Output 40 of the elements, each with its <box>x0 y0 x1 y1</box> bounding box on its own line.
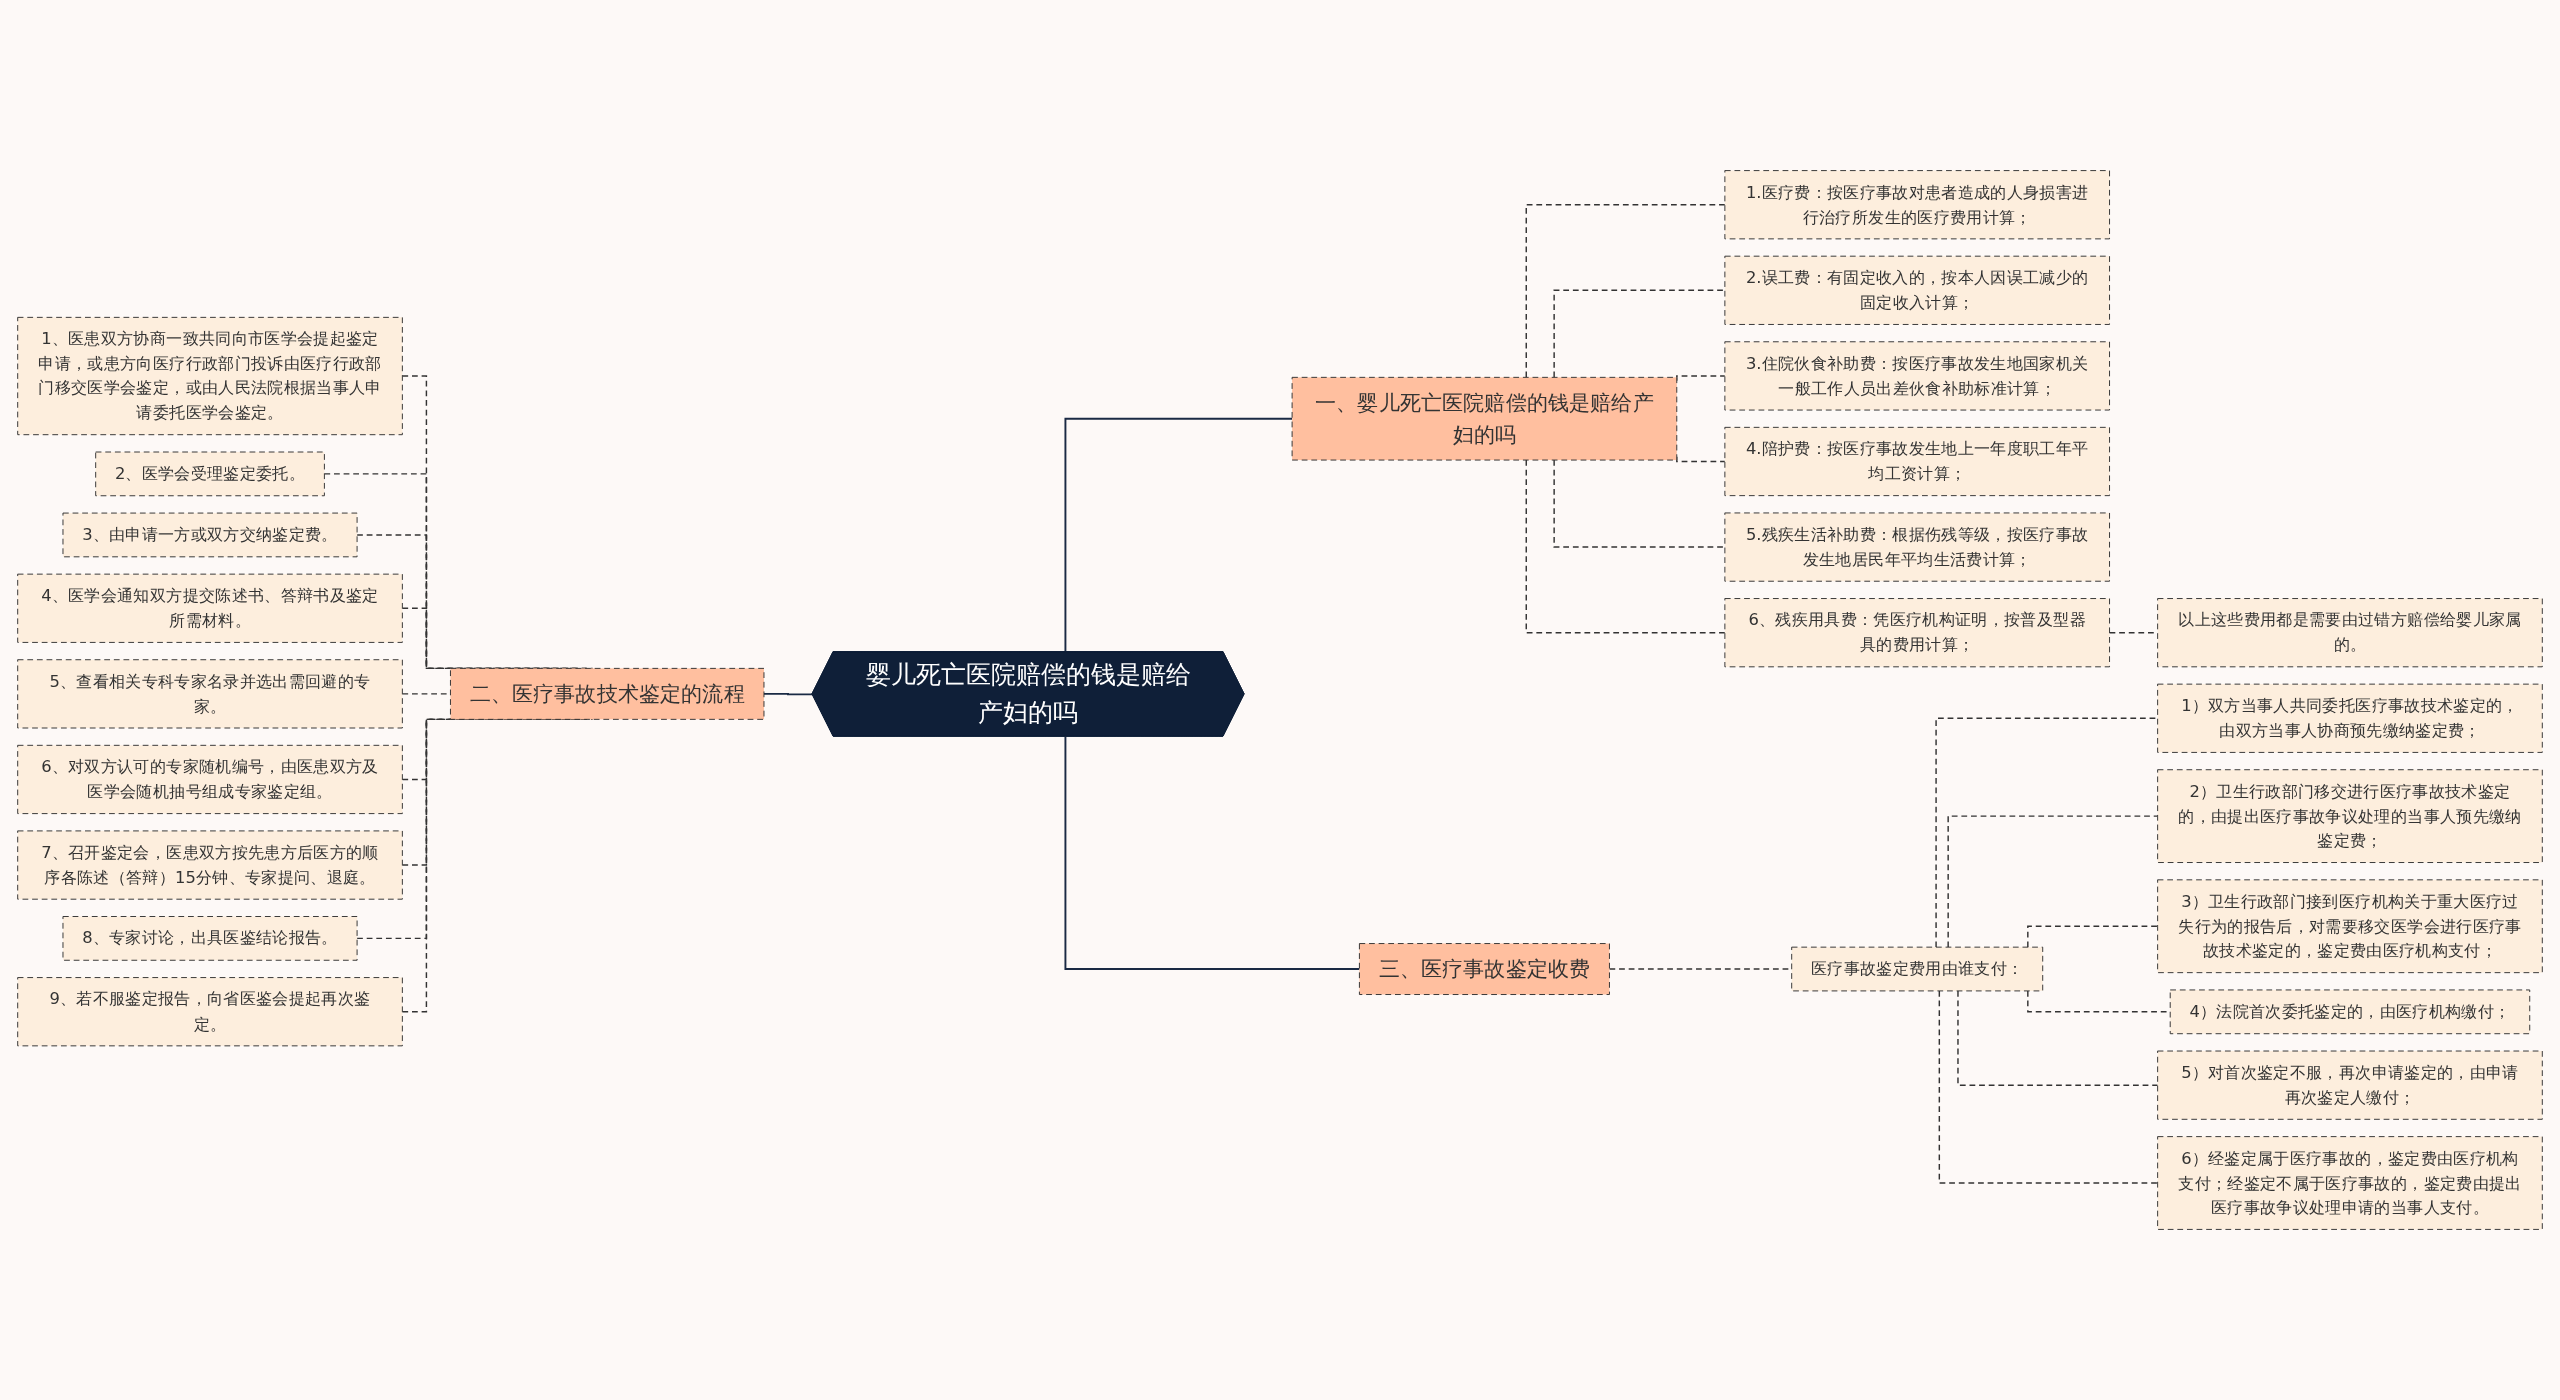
node-box: 4）法院首次委托鉴定的，由医疗机构缴付； <box>2169 989 2531 1035</box>
node-box: 4、医学会通知双方提交陈述书、答辩书及鉴定所需材料。 <box>17 573 403 643</box>
node-box: 1、医患双方协商一致共同向市医学会提起鉴定申请，或患方向医疗行政部门投诉由医疗行政部门移交医学会鉴定，或由人民法院根据当事人申请委托医学会鉴定。 <box>17 316 403 436</box>
node-box: 5.残疾生活补助费：根据伤残等级，按医疗事故发生地居民年平均生活费计算； <box>1724 512 2110 582</box>
node-box: 5）对首次鉴定不服，再次申请鉴定的，由申请再次鉴定人缴付； <box>2157 1050 2543 1120</box>
connector <box>1676 456 1726 463</box>
node-box: 以上这些费用都是需要由过错方赔偿给婴儿家属的。 <box>2157 598 2543 668</box>
node-box: 6、对双方认可的专家随机编号，由医患双方及医学会随机抽号组成专家鉴定组。 <box>17 744 403 815</box>
node-box: 7、召开鉴定会，医患双方按先患方后医方的顺序各陈述（答辩）15分钟、专家提问、退庭。 <box>17 830 403 900</box>
connector <box>1525 204 1726 379</box>
connector <box>1935 717 2159 948</box>
node-box: 3、由申请一方或双方交纳鉴定费。 <box>62 512 358 558</box>
connector <box>1553 459 1726 548</box>
node-box: 1）双方当事人共同委托医疗事故技术鉴定的，由双方当事人协商预先缴纳鉴定费； <box>2157 683 2543 753</box>
node-box: 2.误工费：有固定收入的，按本人因误工减少的固定收入计算； <box>1724 255 2110 325</box>
node-box: 5、查看相关专科专家名录并选出需回避的专家。 <box>17 659 403 729</box>
connector <box>1947 815 2159 948</box>
connector <box>1938 990 2159 1184</box>
node-box: 6）经鉴定属于医疗事故的，鉴定费由医疗机构支付；经鉴定不属于医疗事故的，鉴定费由提出医疗事故争议处理申请的当事人支付。 <box>2157 1136 2543 1230</box>
connector <box>763 692 814 696</box>
connector <box>1553 289 1726 379</box>
node-box: 6、残疾用具费：凭医疗机构证明，按普及型器具的费用计算； <box>1724 598 2110 668</box>
node-box: 二、医疗事故技术鉴定的流程 <box>449 667 765 720</box>
node-box: 三、医疗事故鉴定收费 <box>1358 943 1610 995</box>
node-box: 9、若不服鉴定报告，向省医鉴会提起再次鉴定。 <box>17 977 403 1047</box>
node-box: 2）卫生行政部门移交进行医疗事故技术鉴定的，由提出医疗事故争议处理的当事人预先缴纳鉴定费； <box>2157 769 2543 863</box>
node-box: 2、医学会受理鉴定委托。 <box>95 451 325 497</box>
connector <box>1676 375 1726 382</box>
connector <box>1957 990 2159 1086</box>
node-box: 4.陪护费：按医疗事故发生地上一年度职工年平均工资计算； <box>1724 426 2110 497</box>
node-box: 3）卫生行政部门接到医疗机构关于重大医疗过失行为的报告后，对需要移交医学会进行医疗事故技术鉴定的，鉴定费由医疗机构支付； <box>2157 879 2543 974</box>
node-box: 一、婴儿死亡医院赔偿的钱是赔给产妇的吗 <box>1291 376 1678 461</box>
node-box: 8、专家讨论，出具医鉴结论报告。 <box>62 916 358 961</box>
connector <box>1525 459 1726 634</box>
connector <box>1064 417 1294 653</box>
connector <box>1064 735 1361 970</box>
node-box: 1.医疗费：按医疗事故对患者造成的人身损害进行治疗所发生的医疗费用计算； <box>1724 170 2110 240</box>
connector <box>2027 925 2159 948</box>
node-box: 医疗事故鉴定费用由谁支付： <box>1791 946 2044 992</box>
node-box: 3.住院伙食补助费：按医疗事故发生地国家机关一般工作人员出差伙食补助标准计算； <box>1724 341 2110 411</box>
